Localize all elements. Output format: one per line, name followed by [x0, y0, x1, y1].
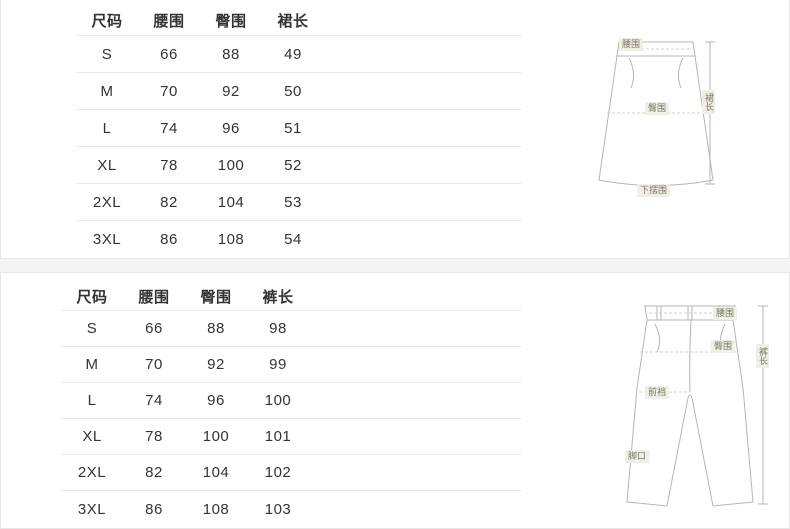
left-pocket-curve — [654, 323, 661, 353]
table-row: S 66 88 49 — [76, 36, 521, 73]
cell-hip: 88 — [207, 320, 225, 337]
cell-hip: 88 — [222, 45, 240, 63]
cell-waist: 86 — [145, 500, 163, 518]
skirt-diagram: 腰围 臀围 裙长 下摆围 — [589, 34, 729, 206]
table-row: L 74 96 51 — [76, 110, 521, 147]
cell-waist: 78 — [145, 428, 163, 445]
cell-length: 54 — [284, 231, 302, 248]
cell-length: 52 — [284, 156, 302, 174]
cell-hip: 104 — [217, 193, 245, 211]
cell-hip: 96 — [207, 392, 225, 409]
cell-size: S — [101, 45, 113, 63]
cell-length: 51 — [284, 119, 302, 137]
fly-seam — [689, 319, 692, 393]
cell-size: 3XL — [92, 231, 122, 248]
cell-waist: 86 — [160, 231, 178, 248]
table-row: M 70 92 50 — [76, 73, 521, 110]
cell-length: 53 — [284, 193, 302, 211]
cell-hip: 92 — [207, 356, 225, 373]
cell-hip: 96 — [222, 119, 240, 137]
table-row: 3XL 86 108 103 — [61, 491, 521, 527]
cell-length: 103 — [264, 500, 292, 518]
column-header-hip: 臀围 — [215, 13, 247, 30]
cell-waist: 70 — [145, 356, 163, 373]
cell-length: 100 — [264, 392, 292, 409]
column-header-size: 尺码 — [76, 289, 108, 306]
pants-table-header-row: 尺码 腰围 臀围 裤长 — [61, 283, 521, 311]
pants-length-label: 裤长 — [756, 344, 769, 368]
cell-size: XL — [97, 156, 117, 174]
cell-hip: 108 — [202, 500, 230, 518]
skirt-sketch — [598, 41, 715, 186]
pants-sketch — [626, 305, 768, 507]
cell-waist: 78 — [160, 156, 178, 174]
column-header-hip: 臀围 — [200, 289, 232, 306]
cell-size: M — [85, 356, 99, 373]
cell-size: 3XL — [77, 500, 107, 518]
left-pocket-curve — [628, 57, 635, 89]
column-header-length: 裙长 — [277, 13, 309, 30]
table-row: 2XL 82 104 102 — [61, 455, 521, 491]
table-row: L 74 96 100 — [61, 383, 521, 419]
skirt-waist-label: 腰围 — [619, 38, 644, 51]
pants-outline — [626, 319, 754, 507]
table-row: 3XL 86 108 54 — [76, 221, 521, 258]
cell-waist: 66 — [160, 45, 178, 63]
skirt-hip-label: 臀围 — [645, 102, 670, 115]
cell-waist: 74 — [145, 392, 163, 409]
skirt-length-label: 裙长 — [702, 90, 715, 114]
skirt-hem-label: 下摆围 — [637, 184, 671, 197]
pants-leg-opening-label: 脚口 — [625, 450, 650, 463]
cell-hip: 108 — [217, 231, 245, 248]
table-row: 2XL 82 104 53 — [76, 184, 521, 221]
cell-length: 102 — [264, 464, 292, 481]
cell-hip: 100 — [217, 156, 245, 174]
cell-waist: 74 — [160, 119, 178, 137]
cell-size: L — [102, 119, 112, 137]
cell-waist: 82 — [160, 193, 178, 211]
cell-size: S — [86, 320, 98, 337]
column-header-size: 尺码 — [91, 13, 123, 30]
skirt-size-table: 尺码 腰围 臀围 裙长 S 66 88 49 M 70 92 50 L 74 9… — [76, 6, 521, 258]
cell-hip: 100 — [202, 428, 230, 445]
cell-length: 49 — [284, 45, 302, 63]
column-header-waist: 腰围 — [138, 289, 170, 306]
cell-length: 50 — [284, 82, 302, 100]
cell-hip: 92 — [222, 82, 240, 100]
table-row: XL 78 100 101 — [61, 419, 521, 455]
pants-size-section: 尺码 腰围 臀围 裤长 S 66 88 98 M 70 92 99 L 74 9… — [0, 272, 790, 529]
pants-hip-label: 臀围 — [711, 340, 736, 353]
pants-size-table: 尺码 腰围 臀围 裤长 S 66 88 98 M 70 92 99 L 74 9… — [61, 283, 521, 527]
column-header-length: 裤长 — [262, 289, 294, 306]
pants-diagram: 腰围 臀围 裤长 前裆 脚口 — [613, 300, 773, 520]
cell-length: 98 — [269, 320, 287, 337]
cell-waist: 66 — [145, 320, 163, 337]
column-header-waist: 腰围 — [153, 13, 185, 30]
table-row: XL 78 100 52 — [76, 147, 521, 184]
table-row: M 70 92 99 — [61, 347, 521, 383]
cell-size: L — [87, 392, 97, 409]
skirt-outline — [598, 55, 714, 186]
skirt-size-section: 尺码 腰围 臀围 裙长 S 66 88 49 M 70 92 50 L 74 9… — [0, 0, 790, 259]
cell-size: 2XL — [92, 193, 122, 211]
cell-waist: 70 — [160, 82, 178, 100]
cell-size: M — [100, 82, 114, 100]
cell-size: 2XL — [77, 464, 107, 481]
cell-size: XL — [82, 428, 102, 445]
pants-front-rise-label: 前裆 — [645, 386, 670, 399]
cell-waist: 82 — [145, 464, 163, 481]
pants-waist-label: 腰围 — [713, 307, 738, 320]
skirt-table-header-row: 尺码 腰围 臀围 裙长 — [76, 6, 521, 36]
cell-length: 101 — [264, 428, 292, 445]
cell-length: 99 — [269, 356, 287, 373]
section-divider — [0, 259, 790, 272]
right-pocket-curve — [677, 57, 684, 89]
table-row: S 66 88 98 — [61, 311, 521, 347]
cell-hip: 104 — [202, 464, 230, 481]
